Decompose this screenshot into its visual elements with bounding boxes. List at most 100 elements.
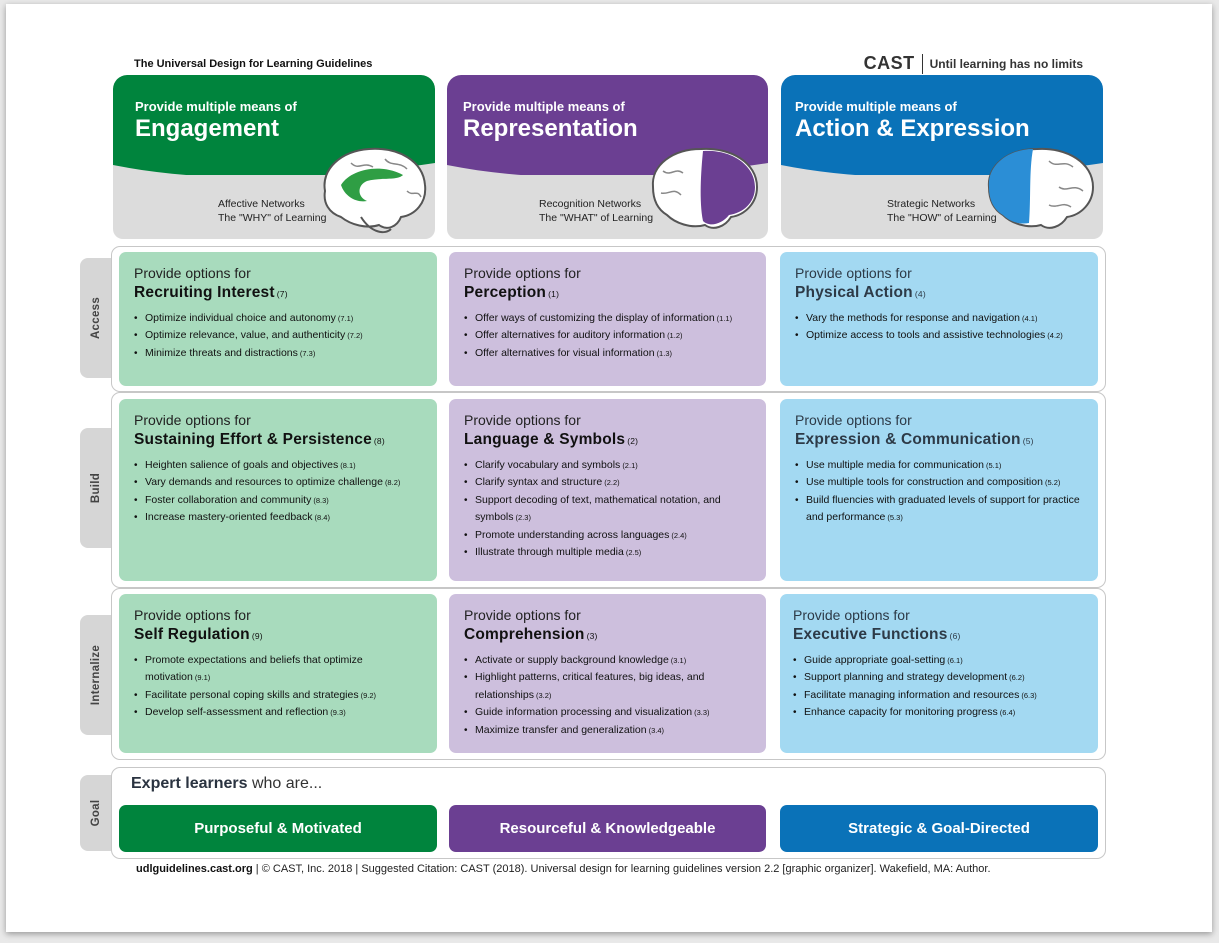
network-name: Recognition Networks [539, 198, 642, 210]
header-title: Engagement [135, 115, 280, 142]
guideline-list: Promote expectations and beliefs that op… [134, 652, 396, 722]
row-tab-goal: Goal [80, 775, 112, 851]
list-item: Build fluencies with graduated levels of… [795, 492, 1080, 527]
box-perception: Provide options for Perception(1) Offer … [449, 252, 766, 386]
list-item: Highlight patterns, critical features, b… [464, 669, 726, 704]
list-item: Optimize relevance, value, and authentic… [134, 327, 423, 345]
header-pre: Provide multiple means of [795, 99, 957, 114]
guideline-list: Use multiple media for communication(5.1… [795, 457, 1080, 527]
row-tab-internalize: Internalize [80, 615, 112, 735]
guideline-list: Offer ways of customizing the display of… [464, 310, 752, 363]
network-label: Affective Networks The "WHY" of Learning [218, 197, 326, 225]
row-label: Internalize [90, 644, 102, 706]
row-label: Build [90, 472, 102, 504]
box-self-regulation: Provide options for Self Regulation(9) P… [119, 594, 437, 753]
list-item: Promote understanding across languages(2… [464, 527, 724, 545]
network-what: The "WHAT" of Learning [539, 212, 654, 224]
guideline-list: Optimize individual choice and autonomy(… [134, 310, 423, 363]
box-pre: Provide options for [793, 607, 910, 623]
list-item: Heighten salience of goals and objective… [134, 457, 423, 475]
network-how: The "HOW" of Learning [887, 212, 997, 224]
list-item: Vary demands and resources to optimize c… [134, 474, 423, 492]
list-item: Clarify vocabulary and symbols(2.1) [464, 457, 724, 475]
cast-brand: CAST Until learning has no limits [864, 53, 1083, 74]
footer-site-link[interactable]: udlguidelines.cast.org [136, 863, 253, 875]
box-title: Comprehension(3) [464, 626, 598, 643]
list-item: Optimize access to tools and assistive t… [795, 327, 1084, 345]
box-pre: Provide options for [795, 412, 912, 428]
list-item: Support decoding of text, mathematical n… [464, 492, 724, 527]
list-item: Increase mastery-oriented feedback(8.4) [134, 509, 423, 527]
header-pre: Provide multiple means of [463, 99, 625, 114]
box-pre: Provide options for [134, 265, 251, 281]
list-item: Use multiple media for communication(5.1… [795, 457, 1080, 475]
brain-recognition-icon [651, 147, 759, 229]
list-item: Minimize threats and distractions(7.3) [134, 345, 423, 363]
list-item: Clarify syntax and structure(2.2) [464, 474, 724, 492]
box-language-symbols: Provide options for Language & Symbols(2… [449, 399, 766, 581]
list-item: Activate or supply background knowledge(… [464, 652, 726, 670]
goal-strategic-goal-directed: Strategic & Goal-Directed [780, 805, 1098, 852]
header-title: Action & Expression [795, 115, 1030, 142]
document-title: The Universal Design for Learning Guidel… [134, 58, 373, 70]
goal-lead: Expert learners who are... [131, 775, 323, 792]
guideline-list: Clarify vocabulary and symbols(2.1) Clar… [464, 457, 724, 562]
list-item: Use multiple tools for construction and … [795, 474, 1080, 492]
header-engagement: Provide multiple means of Engagement Aff… [113, 75, 435, 239]
box-pre: Provide options for [464, 265, 581, 281]
list-item: Vary the methods for response and naviga… [795, 310, 1084, 328]
footer-citation: udlguidelines.cast.org | © CAST, Inc. 20… [136, 863, 991, 875]
list-item: Promote expectations and beliefs that op… [134, 652, 396, 687]
brand-name: CAST [863, 53, 915, 73]
network-why: The "WHY" of Learning [218, 212, 327, 224]
row-tab-build: Build [80, 428, 112, 548]
list-item: Facilitate managing information and reso… [793, 687, 1084, 705]
network-name: Affective Networks [218, 198, 305, 210]
box-expression-communication: Provide options for Expression & Communi… [780, 399, 1098, 581]
box-title: Language & Symbols(2) [464, 431, 639, 448]
guideline-list: Heighten salience of goals and objective… [134, 457, 423, 527]
list-item: Offer alternatives for auditory informat… [464, 327, 752, 345]
box-executive-functions: Provide options for Executive Functions(… [780, 594, 1098, 753]
guideline-list: Guide appropriate goal-setting(6.1) Supp… [793, 652, 1084, 722]
box-title: Physical Action(4) [795, 284, 926, 301]
guideline-list: Vary the methods for response and naviga… [795, 310, 1084, 345]
box-pre: Provide options for [795, 265, 912, 281]
box-title: Self Regulation(9) [134, 626, 263, 643]
list-item: Offer alternatives for visual informatio… [464, 345, 752, 363]
list-item: Support planning and strategy developmen… [793, 669, 1084, 687]
box-pre: Provide options for [464, 607, 581, 623]
list-item: Foster collaboration and community(8.3) [134, 492, 423, 510]
row-label: Goal [90, 799, 102, 827]
box-physical-action: Provide options for Physical Action(4) V… [780, 252, 1098, 386]
box-pre: Provide options for [464, 412, 581, 428]
header-pre: Provide multiple means of [135, 99, 297, 114]
list-item: Develop self-assessment and reflection(9… [134, 704, 396, 722]
list-item: Maximize transfer and generalization(3.4… [464, 722, 726, 740]
header-representation: Provide multiple means of Representation… [447, 75, 768, 239]
brand-separator [921, 53, 923, 74]
box-sustaining-effort: Provide options for Sustaining Effort & … [119, 399, 437, 581]
list-item: Optimize individual choice and autonomy(… [134, 310, 423, 328]
header-action-expression: Provide multiple means of Action & Expre… [781, 75, 1103, 239]
brand-tagline: Until learning has no limits [929, 56, 1083, 71]
box-title: Expression & Communication(5) [795, 431, 1034, 448]
list-item: Illustrate through multiple media(2.5) [464, 544, 724, 562]
brain-strategic-icon [987, 147, 1095, 229]
row-label: Access [90, 296, 102, 340]
header-title: Representation [463, 115, 638, 142]
network-label: Strategic Networks The "HOW" of Learning [887, 197, 997, 225]
box-title: Executive Functions(6) [793, 626, 961, 643]
brain-affective-icon [323, 147, 427, 234]
box-pre: Provide options for [134, 412, 251, 428]
list-item: Enhance capacity for monitoring progress… [793, 704, 1084, 722]
box-pre: Provide options for [134, 607, 251, 623]
box-comprehension: Provide options for Comprehension(3) Act… [449, 594, 766, 753]
goal-resourceful-knowledgeable: Resourceful & Knowledgeable [449, 805, 766, 852]
row-tab-access: Access [80, 258, 112, 378]
box-title: Recruiting Interest(7) [134, 284, 288, 301]
list-item: Offer ways of customizing the display of… [464, 310, 752, 328]
list-item: Facilitate personal coping skills and st… [134, 687, 396, 705]
box-title: Perception(1) [464, 284, 560, 301]
guideline-list: Activate or supply background knowledge(… [464, 652, 726, 739]
